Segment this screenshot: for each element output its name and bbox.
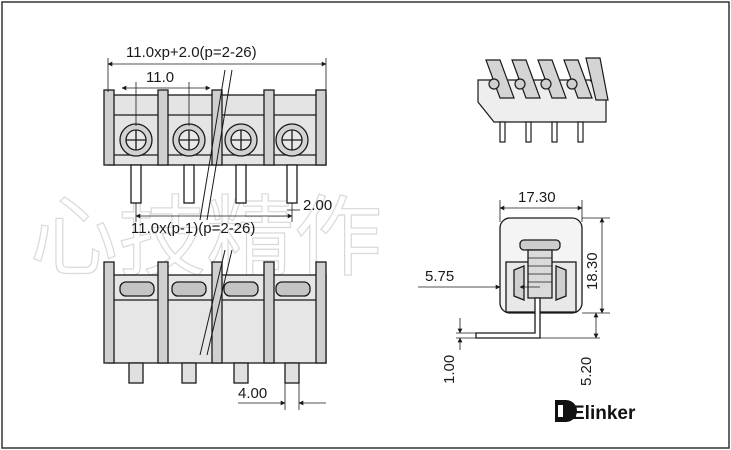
screw-3 xyxy=(224,123,258,157)
dim-side-width: 17.30 xyxy=(499,189,583,222)
dim-overall-width: 11.0xp+2.0(p=2-26) xyxy=(107,44,327,92)
svg-text:4.00: 4.00 xyxy=(238,385,267,402)
isometric-view xyxy=(477,57,609,143)
svg-text:5.20: 5.20 xyxy=(578,357,595,386)
svg-text:18.30: 18.30 xyxy=(584,252,601,290)
elinker-logo-icon xyxy=(555,400,577,422)
svg-text:11.0: 11.0 xyxy=(146,69,174,86)
dim-side-offset: 5.75 xyxy=(418,268,540,290)
dim-pin-span: 11.0x(p-1)(p=2-26) xyxy=(131,203,293,237)
svg-text:17.30: 17.30 xyxy=(518,189,556,206)
dim-pitch: 11.0 xyxy=(121,69,211,126)
screw-4 xyxy=(275,123,309,157)
svg-text:2.00: 2.00 xyxy=(303,197,332,214)
elinker-logo: Elinker xyxy=(555,400,636,424)
screw-1 xyxy=(119,123,153,157)
screw-2 xyxy=(172,123,206,157)
top-front-view xyxy=(103,69,327,221)
bottom-front-view xyxy=(103,249,327,384)
dim-pin-bend: 1.00 xyxy=(441,318,476,384)
svg-text:11.0x(p-1)(p=2-26): 11.0x(p-1)(p=2-26) xyxy=(131,220,255,237)
svg-text:Elinker: Elinker xyxy=(572,403,636,424)
dim-foot-width: 4.00 xyxy=(238,383,326,410)
dim-pin-thickness: 2.00 xyxy=(287,197,332,214)
svg-text:11.0xp+2.0(p=2-26): 11.0xp+2.0(p=2-26) xyxy=(126,44,257,61)
svg-text:5.75: 5.75 xyxy=(425,268,454,285)
side-view xyxy=(475,217,583,339)
dim-side-height: 18.30 xyxy=(582,217,610,314)
svg-text:1.00: 1.00 xyxy=(441,355,458,384)
dim-pin-length: 5.20 xyxy=(540,312,600,386)
